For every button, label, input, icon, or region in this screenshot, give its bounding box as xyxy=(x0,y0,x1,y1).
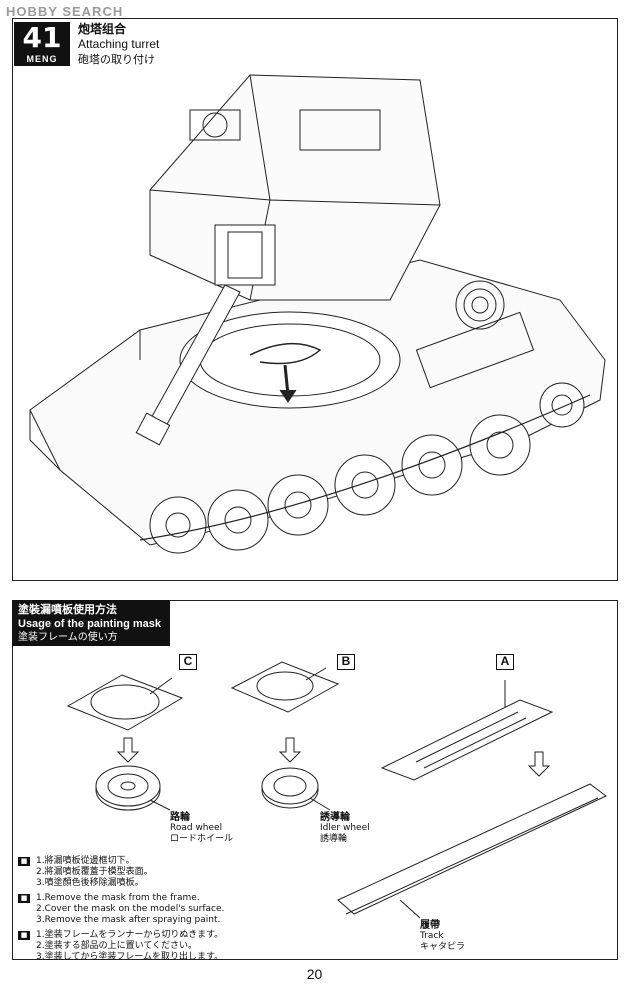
step-titles: 炮塔组合 Attaching turret 砲塔の取り付け xyxy=(78,22,159,67)
mask-title-en: Usage of the painting mask xyxy=(18,618,162,630)
mask-title-cn: 塗裝漏噴板使用方法 xyxy=(18,603,117,616)
part-letter-c: C xyxy=(179,654,197,670)
mask-section-header: 塗裝漏噴板使用方法 Usage of the painting mask 塗装フ… xyxy=(12,600,170,646)
note-en-2: 2.Cover the mask on the model's surface. xyxy=(36,904,225,914)
step-title-ja: 砲塔の取り付け xyxy=(78,53,155,66)
idler-wheel-cn: 誘導輪 xyxy=(320,812,350,823)
part-letter-a: A xyxy=(496,654,514,670)
notes-ja: ■ 1.塗装フレームをランナーから切りぬきます。 2.塗装する部品の上に置いてく… xyxy=(18,930,224,963)
step-frame xyxy=(12,18,618,581)
idler-wheel-label: 誘導輪 Idler wheel 誘導輪 xyxy=(320,812,370,845)
road-wheel-en: Road wheel xyxy=(170,823,223,833)
language-flag-icon: ■ xyxy=(18,857,30,866)
note-cn-3: 3.噴塗顏色後移除漏噴板。 xyxy=(36,878,144,888)
track-ja: キャタピラ xyxy=(420,942,466,952)
language-flag-icon: ■ xyxy=(18,894,30,903)
notes-cn: ■ 1.將漏噴板從邊框切下。 2.將漏噴板覆蓋于模型表面。 3.噴塗顏色後移除漏… xyxy=(18,856,224,889)
step-badge: 41 MENG xyxy=(14,22,70,66)
mask-section-frame xyxy=(12,600,618,960)
note-ja-1: 1.塗装フレームをランナーから切りぬきます。 xyxy=(36,930,224,940)
note-cn-2: 2.將漏噴板覆蓋于模型表面。 xyxy=(36,867,153,877)
note-cn-1: 1.將漏噴板從邊框切下。 xyxy=(36,856,135,866)
language-flag-icon: ■ xyxy=(18,931,30,940)
step-title-en: Attaching turret xyxy=(78,37,160,51)
step-title-cn: 炮塔组合 xyxy=(78,22,127,36)
notes-en: ■ 1.Remove the mask from the frame. 2.Co… xyxy=(18,893,224,926)
track-en: Track xyxy=(420,931,444,941)
road-wheel-ja: ロードホイール xyxy=(170,834,234,844)
brand-logo: MENG xyxy=(26,54,58,64)
road-wheel-label: 路輪 Road wheel ロードホイール xyxy=(170,812,233,845)
mask-title-ja: 塗装フレームの使い方 xyxy=(18,632,118,643)
track-cn: 履帶 xyxy=(420,920,440,931)
part-letter-b: B xyxy=(337,654,355,670)
note-ja-2: 2.塗装する部品の上に置いてください。 xyxy=(36,941,198,951)
page-number: 20 xyxy=(306,966,323,982)
idler-wheel-en: Idler wheel xyxy=(320,823,370,833)
note-ja-3: 3.塗装してから塗装フレームを取り出します。 xyxy=(36,952,224,962)
idler-wheel-ja: 誘導輪 xyxy=(320,834,348,844)
mask-usage-illustration xyxy=(66,661,607,919)
tank-assembly-illustration xyxy=(29,74,606,554)
instruction-notes: ■ 1.將漏噴板從邊框切下。 2.將漏噴板覆蓋于模型表面。 3.噴塗顏色後移除漏… xyxy=(18,856,224,967)
note-en-1: 1.Remove the mask from the frame. xyxy=(36,893,200,903)
step-number: 41 xyxy=(22,21,62,54)
track-label: 履帶 Track キャタピラ xyxy=(420,920,465,953)
watermark: HOBBY SEARCH xyxy=(6,4,124,19)
road-wheel-cn: 路輪 xyxy=(170,812,190,823)
note-en-3: 3.Remove the mask after spraying paint. xyxy=(36,915,221,925)
